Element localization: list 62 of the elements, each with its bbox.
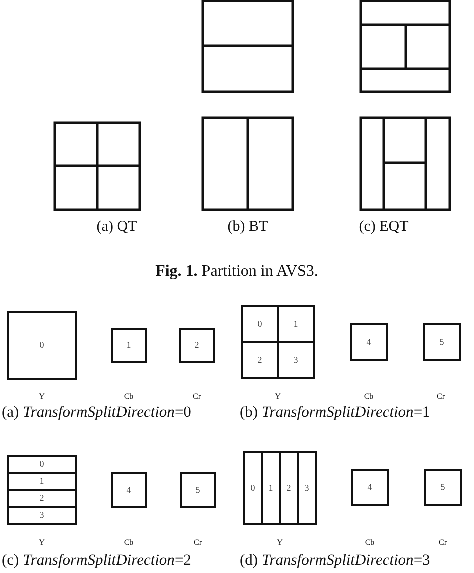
block bbox=[7, 311, 77, 380]
block-number: 3 bbox=[294, 356, 298, 364]
channel-label: Cr bbox=[437, 393, 445, 401]
figure-caption: Fig. 1. Partition in AVS3. bbox=[156, 264, 318, 280]
block bbox=[180, 472, 216, 508]
block-number: 1 bbox=[294, 320, 298, 328]
block-number: 1 bbox=[40, 477, 44, 486]
block-number: 2 bbox=[258, 356, 262, 364]
channel-label: Cr bbox=[439, 539, 447, 547]
block bbox=[424, 469, 462, 506]
block bbox=[277, 305, 315, 343]
block-number: 2 bbox=[286, 484, 292, 492]
block bbox=[297, 451, 317, 525]
block bbox=[111, 472, 147, 508]
channel-label: Cb bbox=[124, 393, 134, 401]
channel-label: Cb bbox=[364, 393, 374, 401]
block bbox=[261, 451, 281, 525]
block-number: 1 bbox=[268, 484, 274, 492]
channel-label: Cb bbox=[365, 539, 375, 547]
block bbox=[7, 472, 77, 491]
block-number: 2 bbox=[40, 494, 44, 503]
block-number: 5 bbox=[440, 483, 446, 492]
block bbox=[350, 323, 388, 361]
subfigure-caption: (c) TransformSplitDirection=2 bbox=[2, 553, 192, 568]
subfigure-caption: (a) TransformSplitDirection=0 bbox=[2, 405, 192, 420]
channel-label: Cr bbox=[194, 539, 202, 547]
block bbox=[241, 341, 279, 379]
block bbox=[7, 489, 77, 508]
block-number: 4 bbox=[368, 483, 372, 492]
block bbox=[111, 328, 147, 363]
block bbox=[351, 469, 389, 506]
block bbox=[279, 451, 299, 525]
block-number: 5 bbox=[440, 338, 444, 346]
block-number: 2 bbox=[194, 341, 200, 350]
block-number: 3 bbox=[40, 511, 44, 520]
subfigure-caption: (b) TransformSplitDirection=1 bbox=[240, 405, 430, 420]
block-number: 0 bbox=[250, 484, 256, 492]
block bbox=[423, 323, 461, 361]
block-number: 0 bbox=[40, 460, 44, 469]
subfigure-caption: (d) TransformSplitDirection=3 bbox=[240, 553, 430, 568]
block bbox=[179, 328, 215, 363]
subfigure-caption: (a) QT bbox=[96, 220, 138, 235]
block bbox=[7, 506, 77, 525]
channel-label: Y bbox=[275, 393, 281, 401]
block bbox=[243, 451, 263, 525]
channel-label: Cr bbox=[193, 393, 201, 401]
subfigure-caption: (b) BT bbox=[228, 220, 268, 235]
block-number: 0 bbox=[40, 341, 44, 350]
block-number: 4 bbox=[366, 338, 372, 346]
channel-label: Cb bbox=[124, 539, 134, 547]
block bbox=[277, 341, 315, 379]
block-number: 0 bbox=[258, 320, 262, 328]
block-number: 3 bbox=[304, 484, 310, 492]
channel-label: Y bbox=[39, 539, 45, 547]
block-number: 1 bbox=[126, 341, 132, 350]
block bbox=[7, 455, 77, 474]
block-number: 5 bbox=[196, 486, 200, 494]
block-number: 4 bbox=[126, 486, 132, 494]
subfigure-caption: (c) EQT bbox=[359, 220, 409, 235]
channel-label: Y bbox=[39, 393, 45, 401]
channel-label: Y bbox=[277, 539, 283, 547]
block bbox=[241, 305, 279, 343]
